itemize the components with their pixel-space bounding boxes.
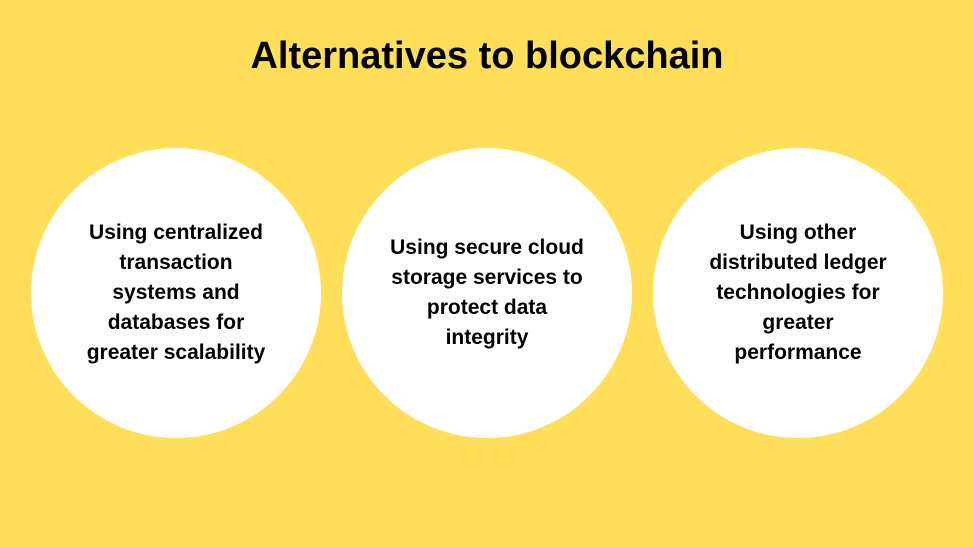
page-title: Alternatives to blockchain <box>250 35 724 77</box>
alternative-text: Using other distributed ledger technolog… <box>709 221 887 364</box>
alternative-text: Using centralized transaction systems an… <box>86 221 266 364</box>
alternative-text: Using secure cloud storage services to p… <box>390 236 584 349</box>
alternative-circle-distributed-ledger: Using other distributed ledger technolog… <box>653 148 943 438</box>
alternative-circle-cloud-storage: Using secure cloud storage services to p… <box>342 148 632 438</box>
alternative-circle-centralized: Using centralized transaction systems an… <box>31 148 321 438</box>
